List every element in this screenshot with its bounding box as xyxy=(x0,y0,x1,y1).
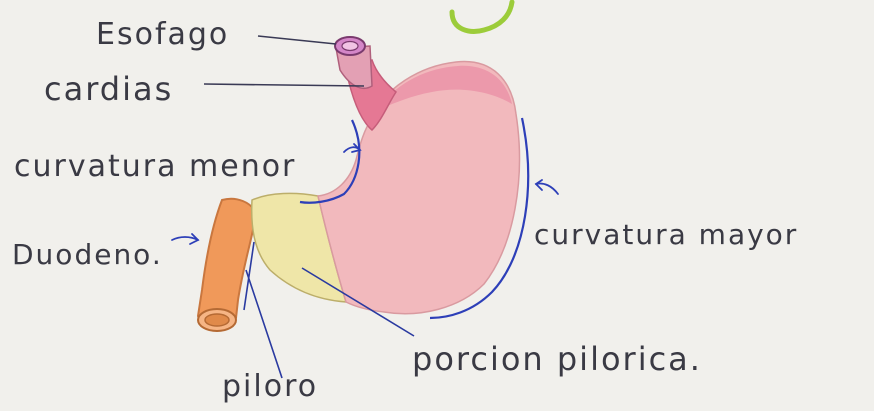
label-curvatura-menor: curvatura menor xyxy=(14,149,296,184)
label-duodeno: Duodeno. xyxy=(12,238,163,271)
label-piloro: piloro xyxy=(222,369,318,404)
label-curvatura-mayor: curvatura mayor xyxy=(534,218,798,251)
label-porcion-pilorica: porcion pilorica. xyxy=(412,340,702,378)
label-cardias: cardias xyxy=(44,70,173,108)
label-esofago: Esofago xyxy=(96,17,229,52)
